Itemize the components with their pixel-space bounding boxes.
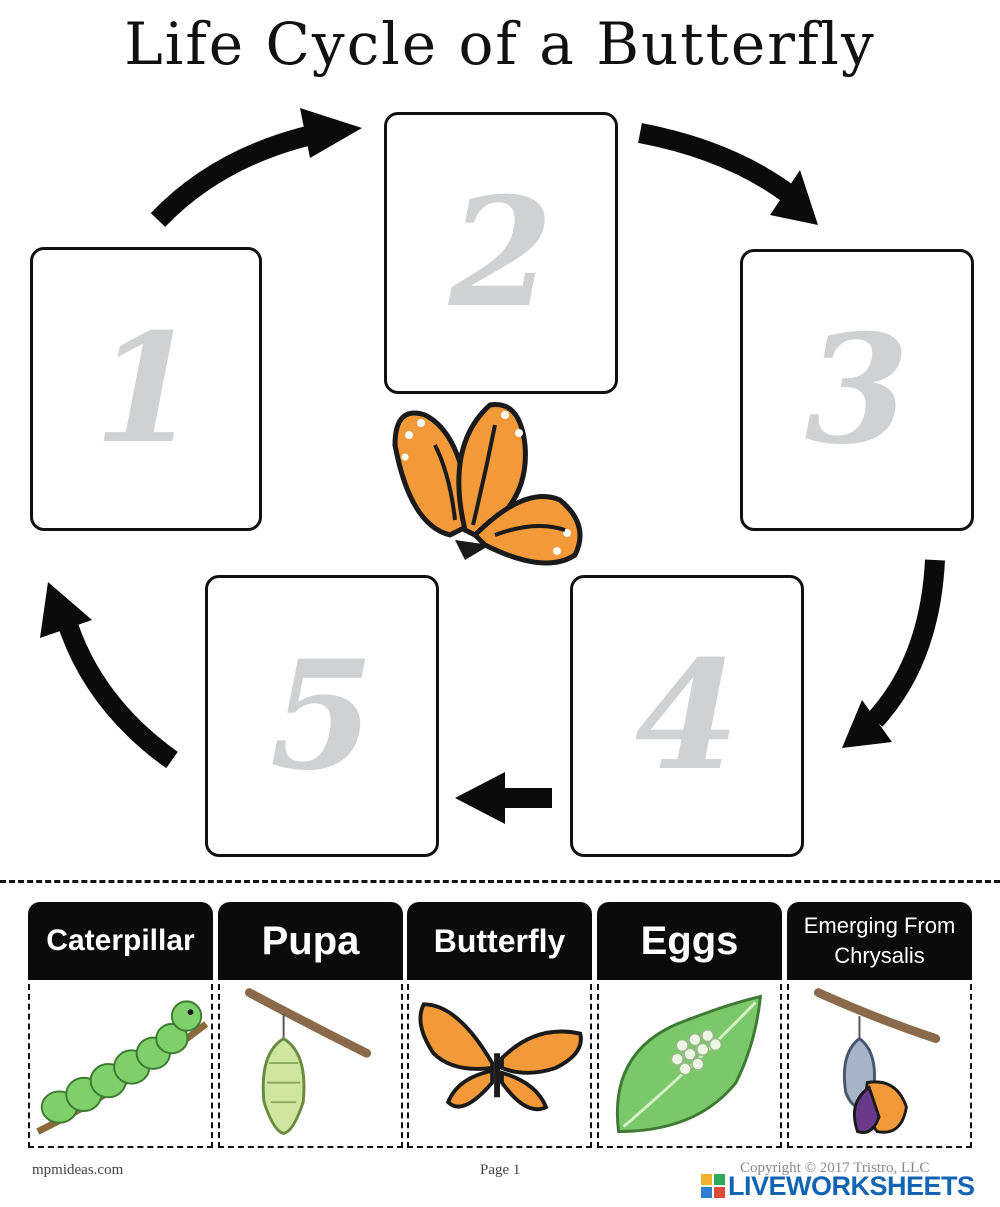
card-label: Emerging From Chrysalis — [787, 902, 972, 980]
card-picture — [787, 984, 972, 1148]
arrowhead-1-to-2 — [300, 108, 362, 158]
arrowhead-5-to-1 — [40, 582, 92, 638]
cycle-diagram — [40, 108, 945, 824]
card-picture — [218, 984, 403, 1148]
card-caterpillar[interactable]: Caterpillar — [28, 902, 213, 1148]
eggs-on-leaf-icon — [616, 994, 763, 1133]
emerging-butterfly-icon — [813, 988, 941, 1134]
card-butterfly[interactable]: Butterfly — [407, 902, 592, 1148]
card-picture — [597, 984, 782, 1148]
arrow-1-to-2 — [150, 123, 323, 227]
liveworksheets-logo-icon — [701, 1174, 725, 1198]
stage-number: 5 — [269, 628, 375, 804]
footer-page: Page 1 — [480, 1162, 521, 1178]
stage-number: 2 — [448, 165, 554, 341]
caterpillar-icon — [36, 1000, 209, 1135]
stage-box-3[interactable]: 3 — [740, 249, 974, 531]
card-label: Caterpillar — [28, 902, 213, 980]
cut-line-divider — [0, 880, 1000, 883]
stage-box-2[interactable]: 2 — [384, 112, 618, 394]
watermark-text: LIVEWORKSHEETS — [728, 1170, 975, 1201]
arrowhead-2-to-3 — [770, 170, 818, 225]
card-label-text: Emerging From Chrysalis — [803, 913, 956, 968]
card-label: Butterfly — [407, 902, 592, 980]
stage-number: 4 — [634, 628, 740, 804]
stage-number: 3 — [804, 302, 910, 478]
arrow-2-to-3 — [638, 123, 796, 204]
page-title: Life Cycle of a Butterfly — [124, 10, 876, 78]
card-label: Pupa — [218, 902, 403, 980]
card-picture — [28, 984, 213, 1148]
arrowhead-4-to-5 — [455, 772, 505, 824]
footer-copyright: Copyright © 2017 Tristro, LLC — [740, 1160, 930, 1176]
pupa-icon — [244, 988, 372, 1135]
stage-box-4[interactable]: 4 — [570, 575, 804, 857]
arrow-5-to-1 — [58, 621, 178, 769]
arrow-3-to-4 — [867, 559, 945, 727]
butterfly-icon — [418, 1002, 583, 1112]
card-picture — [407, 984, 592, 1148]
stage-box-1[interactable]: 1 — [30, 247, 262, 531]
arrowhead-3-to-4 — [842, 700, 892, 748]
card-pupa[interactable]: Pupa — [218, 902, 403, 1148]
footer-site: mpmideas.com — [32, 1162, 124, 1178]
card-emerging[interactable]: Emerging From Chrysalis — [787, 902, 972, 1148]
card-eggs[interactable]: Eggs — [597, 902, 782, 1148]
center-butterfly-icon — [392, 402, 583, 566]
card-label: Eggs — [597, 902, 782, 980]
stage-number: 1 — [93, 301, 199, 477]
watermark: LIVEWORKSHEETS — [700, 1168, 1000, 1204]
stage-box-5[interactable]: 5 — [205, 575, 439, 857]
